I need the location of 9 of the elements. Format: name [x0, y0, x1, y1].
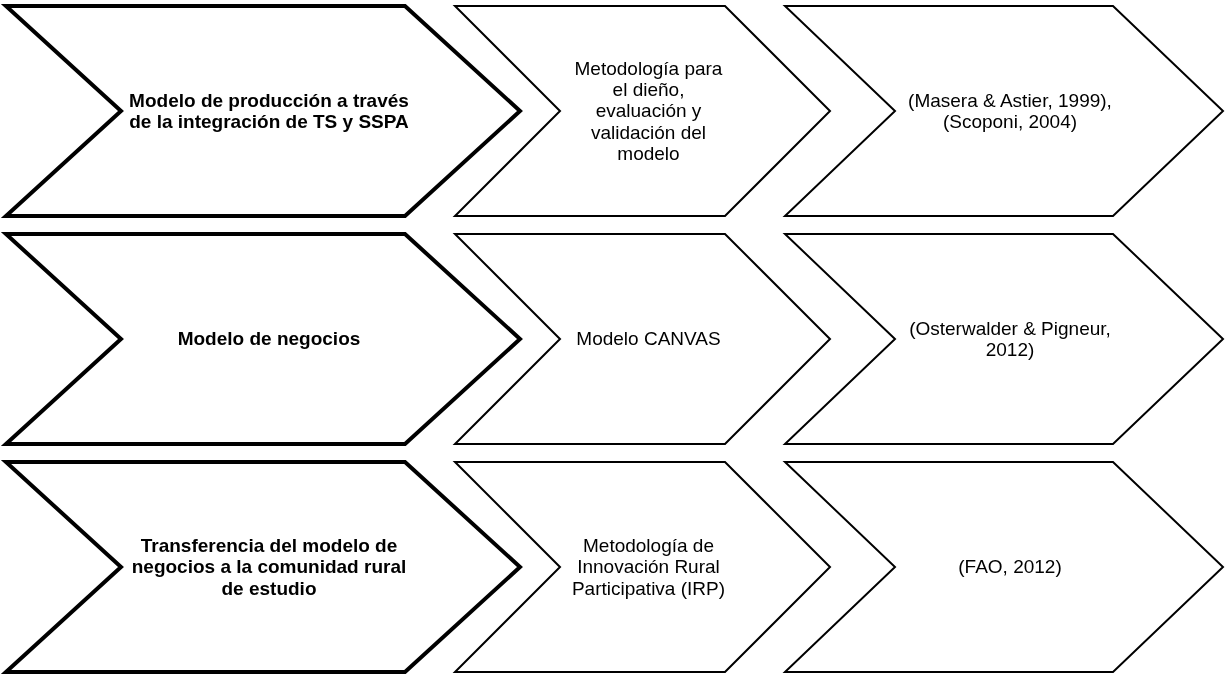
chevron-text: Modelo de negocios: [177, 328, 361, 350]
chevron-text: Transferencia del modelo de negocios a la comunidad rural de estudio: [130, 535, 408, 599]
chevron-text: Modelo CANVAS: [576, 328, 721, 350]
chevron-text: Metodología para el dieño, evaluación y validación del modelo: [573, 57, 724, 165]
chevron-text: (Osterwalder & Pigneur, 2012): [908, 317, 1112, 361]
chevron-text: Modelo de producción a través de la integración de TS y SSPA: [129, 89, 409, 133]
chevron-text: Metodología de Innovación Rural Participativa (IRP): [570, 535, 727, 599]
chevron-text: (FAO, 2012): [958, 556, 1062, 578]
chevron-text: (Masera & Astier, 1999), (Scoponi, 2004): [907, 89, 1113, 133]
